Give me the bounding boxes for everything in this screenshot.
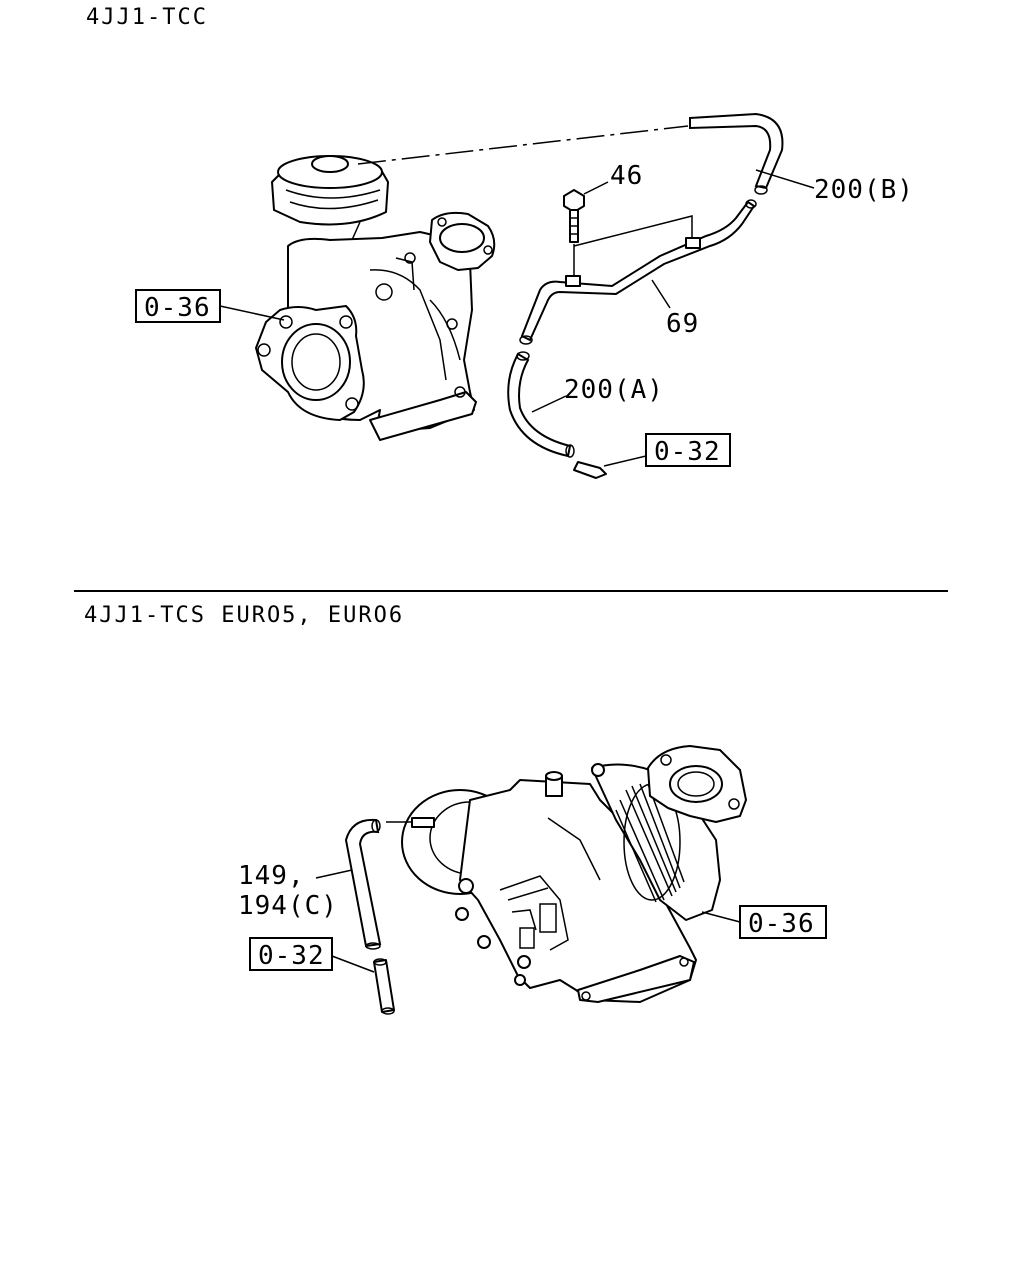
pipe-69 (519, 199, 757, 345)
clamp-part-tcc (573, 461, 607, 479)
ref-label-0-32-tcs: 0-32 (258, 941, 325, 971)
leader-149-194c (315, 869, 353, 879)
leader-0-36-tcs (701, 911, 741, 923)
callout-46: 46 (610, 161, 643, 191)
ref-box-0-32-tcs (249, 937, 333, 971)
callout-200b: 200(B) (814, 175, 914, 205)
callout-149: 149, (238, 861, 305, 891)
hose-149-194c (344, 818, 382, 950)
leader-200a (531, 395, 567, 413)
leader-dashed-actuator (357, 125, 689, 165)
ref-label-0-36-tcs: 0-36 (748, 909, 815, 939)
leader-69 (651, 279, 671, 309)
fitting-tcs (386, 817, 435, 828)
ref-label-0-32-tcc: 0-32 (654, 437, 721, 467)
hose-200b (689, 112, 784, 195)
ref-label-0-36-tcc: 0-36 (144, 293, 211, 323)
callout-200a: 200(A) (564, 375, 664, 405)
hose-200a (507, 351, 575, 458)
leader-200b (755, 169, 815, 189)
callout-194c: 194(C) (238, 891, 338, 921)
turbocharger-tcs (401, 745, 747, 1003)
bracket-leader (573, 215, 693, 247)
leader-0-32-tcs (331, 955, 375, 973)
leader-0-32-tcc (603, 455, 647, 467)
section-title-4jj1-tcs: 4JJ1-TCS EURO5, EURO6 (84, 603, 404, 628)
callout-69: 69 (666, 309, 699, 339)
leader-0-36-tcc (219, 305, 285, 321)
leader-46 (583, 181, 609, 195)
ref-box-0-36-tcs (739, 905, 827, 939)
turbocharger-tcc (255, 155, 496, 441)
bolt-46 (563, 189, 585, 243)
section-title-4jj1-tcc: 4JJ1-TCC (86, 5, 208, 30)
ref-box-0-32-tcc (645, 433, 731, 467)
clamp-part-tcs (373, 958, 395, 1015)
